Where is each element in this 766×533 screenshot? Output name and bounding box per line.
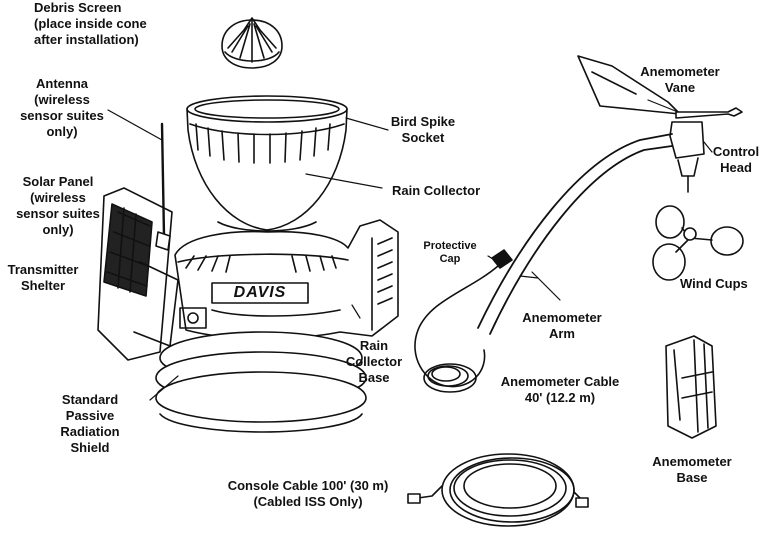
label-solar-panel: Solar Panel (wireless sensor suites only… <box>16 174 100 237</box>
label-transmitter-shelter: Transmitter Shelter <box>7 262 79 293</box>
label-debris-screen: Debris Screen (place inside cone after i… <box>34 0 147 47</box>
label-rain-collector-base: Rain Collector Base <box>345 338 403 385</box>
debris-screen-illustration <box>221 17 283 69</box>
label-anemometer-base: Anemometer Base <box>652 454 732 485</box>
solar-panel-illustration <box>97 187 179 361</box>
label-rain-collector: Rain Collector <box>392 183 481 198</box>
rain-collector-illustration <box>186 95 348 232</box>
antenna-illustration <box>155 122 171 251</box>
radiation-shield-illustration <box>155 331 367 433</box>
label-anemometer-cable: Anemometer Cable 40' (12.2 m) <box>500 374 620 405</box>
label-anemometer-vane: Anemometer Vane <box>640 64 720 95</box>
leader-lines <box>107 99 713 401</box>
label-protective-cap: Protective Cap <box>423 240 477 265</box>
label-anemometer-arm: Anemometer Arm <box>522 310 602 341</box>
anemometer-cable-illustration <box>414 249 513 393</box>
rain-collector-base-illustration <box>174 219 399 340</box>
anemometer-arm-illustration <box>477 133 673 335</box>
davis-logo: DAVIS <box>233 284 287 301</box>
console-cable-illustration <box>407 453 589 527</box>
label-wind-cups: Wind Cups <box>680 276 748 291</box>
label-console-cable: Console Cable 100' (30 m) (Cabled ISS On… <box>227 478 389 509</box>
label-antenna: Antenna (wireless sensor suites only) <box>20 76 104 139</box>
wind-cups-illustration <box>652 205 744 281</box>
anemometer-base-illustration <box>665 335 717 439</box>
label-radiation-shield: Standard Passive Radiation Shield <box>60 392 120 455</box>
label-control-head: Control Head <box>712 144 760 175</box>
label-bird-spike-socket: Bird Spike Socket <box>390 114 456 145</box>
